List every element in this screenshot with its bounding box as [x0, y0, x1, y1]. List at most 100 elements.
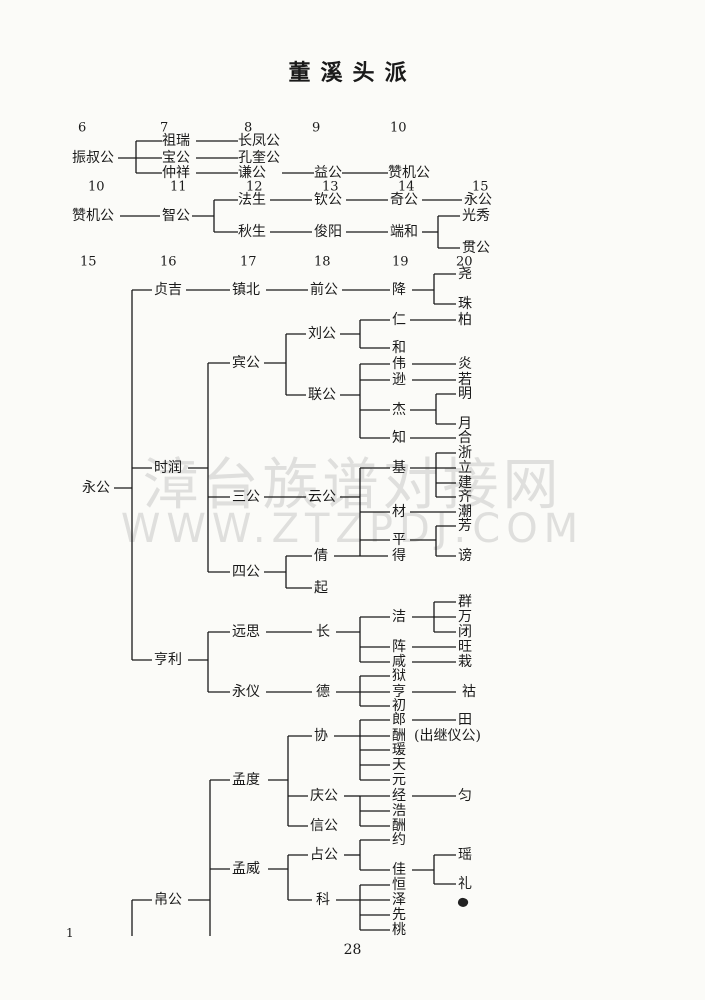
person-name-chu: 初 [392, 697, 406, 714]
person-name-yungong: 云公 [308, 489, 336, 505]
person-name-heng2: 恒 [392, 877, 406, 893]
person-name-chujiyi: (出继仪公) [414, 728, 481, 744]
person-name-yuansi: 远思 [232, 624, 260, 640]
margin-mark: 1 [66, 926, 74, 940]
person-name-yan: 炎 [458, 356, 472, 372]
person-name-guangong: 贯公 [462, 240, 490, 256]
person-name-junyang: 俊阳 [314, 224, 342, 240]
generation-number: 10 [88, 180, 105, 195]
person-name-qi2: 起 [314, 580, 328, 596]
person-name-liangong: 联公 [308, 387, 336, 403]
person-name-ji: 基 [392, 459, 406, 476]
person-name-jie2: 洁 [392, 609, 406, 625]
person-name-qian: 倩 [314, 548, 328, 564]
generation-number: 18 [314, 255, 331, 270]
person-name-qigong: 奇公 [390, 191, 418, 208]
person-name-xingong: 信公 [310, 818, 338, 834]
person-name-ruo: 若 [458, 372, 472, 388]
generation-number: 15 [472, 180, 489, 195]
person-name-changfeng: 长凤公 [238, 133, 280, 149]
person-name-yongyi: 永仪 [232, 684, 260, 700]
person-name-guangxiu: 光秀 [462, 208, 490, 224]
person-name-jie: 杰 [392, 402, 406, 418]
person-name-de2: 德 [316, 684, 330, 700]
person-name-tian2: 天 [392, 757, 406, 773]
person-name-hao: 浩 [392, 803, 406, 819]
person-name-he2: 合 [458, 430, 472, 446]
person-name-jian: 建 [458, 475, 472, 491]
person-name-he: 和 [392, 340, 406, 356]
person-name-liugong: 刘公 [308, 326, 336, 342]
generation-number: 13 [322, 180, 339, 195]
person-name-hu: 祜 [462, 684, 476, 700]
person-name-fasheng: 法生 [238, 192, 266, 208]
person-name-kongkui: 孔奎公 [238, 150, 280, 166]
person-name-zhangong: 占公 [310, 847, 338, 863]
person-name-xian: 咸 [392, 654, 406, 670]
person-name-shirun: 时润 [154, 460, 182, 476]
person-name-fugong: 帛公 [154, 891, 182, 908]
generation-number: 14 [398, 180, 415, 195]
person-name-zhu: 珠 [458, 296, 472, 312]
person-name-yu: 狱 [392, 668, 406, 684]
generation-number: 12 [246, 180, 263, 195]
person-name-chou2: 酬 [392, 818, 406, 834]
person-name-yigong: 益公 [314, 165, 342, 181]
person-name-ming: 明 [458, 386, 472, 402]
person-name-cai: 材 [392, 504, 406, 520]
person-name-huan: 瑗 [392, 742, 406, 758]
person-name-duanhe: 端和 [390, 224, 418, 240]
person-name-tao: 桃 [392, 922, 406, 938]
person-name-qingong: 钦公 [314, 192, 342, 208]
person-name-wan: 万 [458, 609, 472, 625]
person-name-mengdu: 孟度 [232, 772, 260, 788]
person-name-xun: 逊 [392, 372, 406, 388]
person-name-qiangong: 谦公 [238, 165, 266, 181]
person-name-yonggong_a: 永公 [464, 192, 492, 208]
person-name-ze: 泽 [392, 892, 406, 908]
person-name-zhigong: 智公 [162, 208, 190, 224]
person-name-zhongxiang: 仲祥 [162, 165, 190, 181]
person-name-de: 得 [392, 547, 406, 564]
person-name-qi: 齐 [458, 489, 472, 505]
person-name-li: 立 [458, 460, 472, 476]
person-name-jia: 佳 [392, 862, 406, 878]
generation-number: 15 [80, 255, 97, 270]
person-name-zurui: 祖瑞 [162, 133, 190, 149]
person-name-qiangong2: 前公 [310, 281, 338, 298]
person-name-zhe: 浙 [458, 445, 472, 461]
person-name-sangong: 三公 [232, 489, 260, 505]
person-name-qiusheng: 秋生 [238, 224, 266, 240]
person-name-baogong: 宝公 [162, 150, 190, 166]
person-name-zhenbei: 镇北 [232, 282, 260, 298]
person-name-xian2: 先 [392, 907, 406, 923]
person-name-zhenji: 贞吉 [154, 281, 182, 298]
person-name-zhi: 知 [392, 429, 406, 446]
person-name-lang: 郎 [392, 712, 406, 728]
person-name-qun: 群 [458, 594, 472, 610]
generation-number: 20 [456, 255, 473, 270]
person-name-zanji_b: 赞机公 [72, 208, 114, 224]
person-name-fang: 芳 [458, 517, 472, 534]
person-name-xie: 协 [314, 728, 328, 744]
person-name-wei: 伟 [392, 356, 406, 372]
generation-number: 16 [160, 255, 177, 270]
person-name-yao: 尧 [458, 266, 472, 282]
person-name-qinggong: 庆公 [310, 788, 338, 804]
person-name-yue2: 约 [392, 832, 406, 848]
person-name-bingong: 宾公 [232, 355, 260, 371]
generation-number: 17 [240, 255, 257, 270]
generation-number: 19 [392, 255, 409, 270]
generation-number: 10 [390, 121, 407, 136]
person-name-mengwei: 孟威 [232, 861, 260, 877]
person-name-yun: 匀 [458, 788, 472, 804]
person-name-chao: 潮 [458, 504, 472, 520]
generation-number: 7 [160, 121, 168, 136]
person-name-bai: 柏 [458, 312, 472, 328]
person-name-ping: 平 [392, 532, 406, 548]
person-name-li2: 礼 [458, 876, 472, 892]
generation-number: 6 [78, 121, 86, 136]
person-name-heng: 亨 [392, 683, 406, 700]
